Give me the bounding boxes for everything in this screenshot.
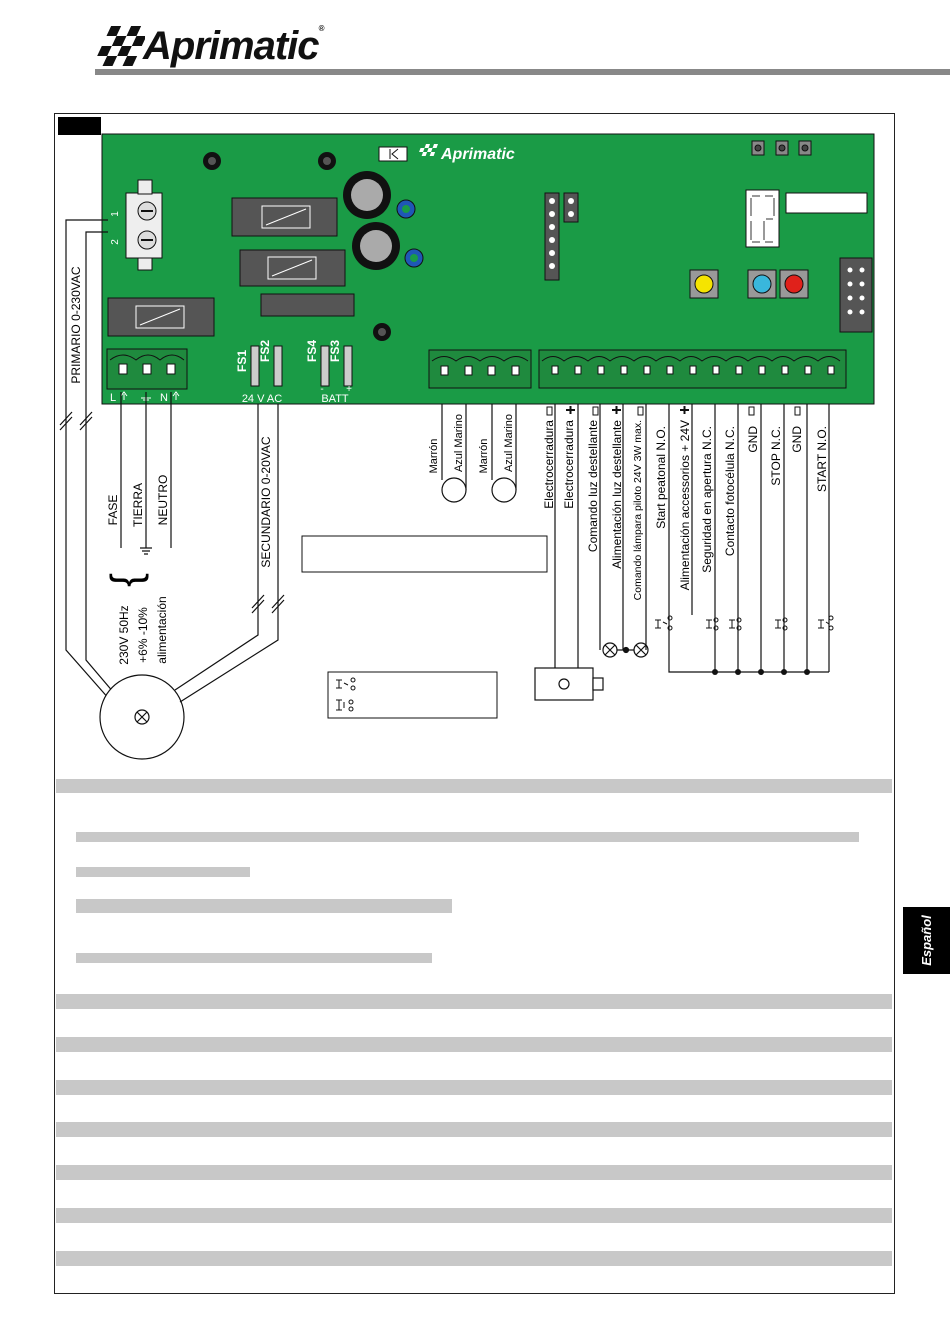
junction-dots: [712, 669, 810, 675]
terminal-label: Start peatonal N.O.: [654, 426, 668, 529]
accessory-terminal-block: [538, 349, 847, 389]
page-frame: [54, 113, 895, 1294]
redacted-line: [76, 953, 432, 963]
connector-pin-1: 1: [110, 211, 121, 217]
diode: [378, 146, 408, 162]
terminal-label-n: N: [160, 392, 168, 404]
terminal-label-l: L: [110, 392, 116, 404]
terminal-label: Comando luz destellante: [586, 420, 600, 552]
board-logo: Aprimatic: [419, 144, 515, 163]
relays: [107, 197, 355, 337]
terminal-label: START N.O.: [815, 426, 829, 492]
capacitors: [343, 171, 424, 270]
supply-line-3: alimentación: [155, 596, 169, 663]
redacted-line: [76, 899, 452, 913]
fuse-fs4: FS4: [305, 340, 319, 362]
polarity-markers: [546, 406, 801, 416]
fuse-fs1: FS1: [235, 350, 249, 372]
supply-line-2: +6% -10%: [136, 607, 150, 663]
fuse-fs2: FS2: [258, 340, 272, 362]
legend-box: [327, 671, 498, 719]
power-input-connector: 1 2: [110, 179, 163, 271]
motor-wire-4: Azul Marino: [503, 414, 515, 472]
neutro-label: NEUTRO: [156, 475, 170, 526]
terminal-label: STOP N.C.: [769, 426, 783, 486]
redacted-line: [76, 832, 859, 842]
terminal-label: GND: [790, 426, 804, 453]
primary-label: PRIMARIO 0-230VAC: [69, 266, 83, 383]
redacted-heading: [56, 779, 892, 793]
motor-wire-1: Marrón: [428, 439, 440, 474]
expansion-connector: [839, 257, 873, 333]
redacted-line: [76, 867, 250, 877]
supply-wires: [120, 392, 172, 555]
terminal-label: Electrocerradura: [562, 420, 576, 509]
redacted-line: [56, 994, 892, 1009]
brand-name: Aprimatic®: [143, 24, 324, 68]
ac-voltage-label: 24 V AC: [242, 393, 282, 405]
brace-symbol: {: [102, 573, 149, 587]
accessory-wires: [534, 404, 830, 701]
redacted-line: [56, 1080, 892, 1095]
notes-box-1: [301, 535, 548, 573]
terminal-label: Contacto fotocélula N.C.: [723, 426, 737, 556]
terminal-label: Comando lámpara piloto 24V 3W max.: [632, 420, 644, 600]
terminal-label: Seguridad en apertura N.C.: [700, 426, 714, 573]
programming-buttons: [689, 269, 809, 299]
motor-wire-3: Marrón: [478, 439, 490, 474]
seven-segment-display: [745, 189, 868, 248]
transformer: [99, 404, 285, 760]
terminal-label: GND: [746, 426, 760, 453]
supply-line-1: 230V 50Hz: [117, 605, 131, 664]
terminal-label: Alimentación accessorios + 24V: [678, 420, 692, 590]
redacted-line: [56, 1165, 892, 1180]
connector-pin-2: 2: [110, 239, 121, 245]
terminal-label: Alimentación luz destellante: [610, 420, 624, 569]
board-logo-text: Aprimatic: [440, 146, 515, 163]
pin-header: [544, 192, 579, 281]
batt-plus: +: [346, 384, 352, 395]
fuses: FS1 FS2 FS4 FS3: [235, 340, 353, 387]
section-badge: [58, 117, 101, 135]
language-tab[interactable]: Español: [903, 907, 950, 974]
checkered-flag-icon: [97, 26, 145, 66]
top-leds: [751, 140, 812, 156]
wiring-diagram: 1 2 Aprimatic: [59, 133, 875, 760]
terminal-label: Electrocerradura: [542, 420, 556, 509]
redacted-line: [56, 1037, 892, 1052]
motor-wire-2: Azul Marino: [453, 414, 465, 472]
mounting-holes: [203, 152, 391, 341]
primary-wires: [59, 219, 121, 701]
language-tab-label: Español: [919, 915, 935, 966]
secondary-label: SECUNDARIO 0-20VAC: [259, 436, 273, 567]
contact-symbols: [655, 615, 834, 631]
aprimatic-logo: Aprimatic®: [95, 18, 330, 78]
power-terminal-block: [106, 348, 188, 390]
motor-wires: [441, 404, 517, 503]
legend-contact-icons: [336, 677, 356, 712]
fase-label: FASE: [106, 495, 120, 526]
redacted-line: [56, 1208, 892, 1223]
fuse-fs3: FS3: [328, 340, 342, 362]
redacted-line: [56, 1251, 892, 1266]
redacted-line: [56, 1122, 892, 1137]
batt-minus: -: [320, 384, 323, 395]
header-rule: [95, 69, 950, 75]
motor-terminal-block: [428, 349, 532, 389]
tierra-label: TIERRA: [131, 483, 145, 527]
batt-label: BATT: [321, 393, 349, 405]
